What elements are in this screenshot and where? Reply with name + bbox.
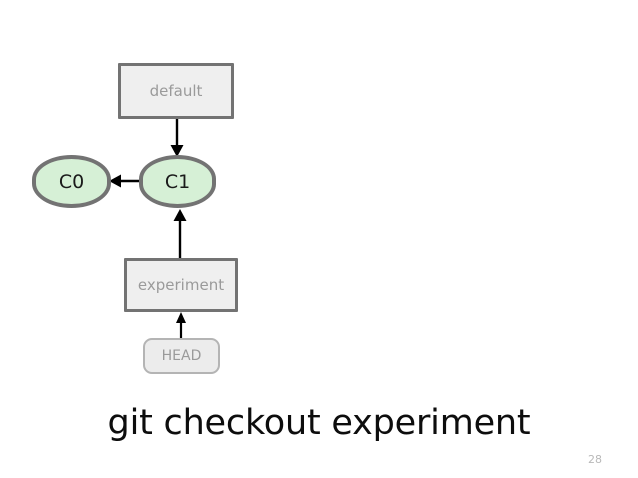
branch-label-experiment[interactable]: experiment [124,258,238,312]
page-number: 28 [588,453,602,466]
commit-node-c1[interactable]: C1 [139,155,216,208]
arrow-head-to-experiment [176,312,186,338]
head-pointer-text: HEAD [161,348,202,364]
arrow-c1-to-c0 [109,174,139,188]
commit-node-c1-text: C1 [164,170,191,193]
branch-label-experiment-text: experiment [137,276,225,294]
head-pointer[interactable]: HEAD [143,338,220,374]
branch-label-default-text: default [149,82,203,100]
commit-node-c0-text: C0 [58,170,85,193]
slide-caption: git checkout experiment [107,403,531,443]
arrow-default-to-c1 [170,119,184,157]
branch-label-default[interactable]: default [118,63,234,119]
arrow-experiment-to-c1 [173,209,187,258]
commit-node-c0[interactable]: C0 [32,155,111,208]
